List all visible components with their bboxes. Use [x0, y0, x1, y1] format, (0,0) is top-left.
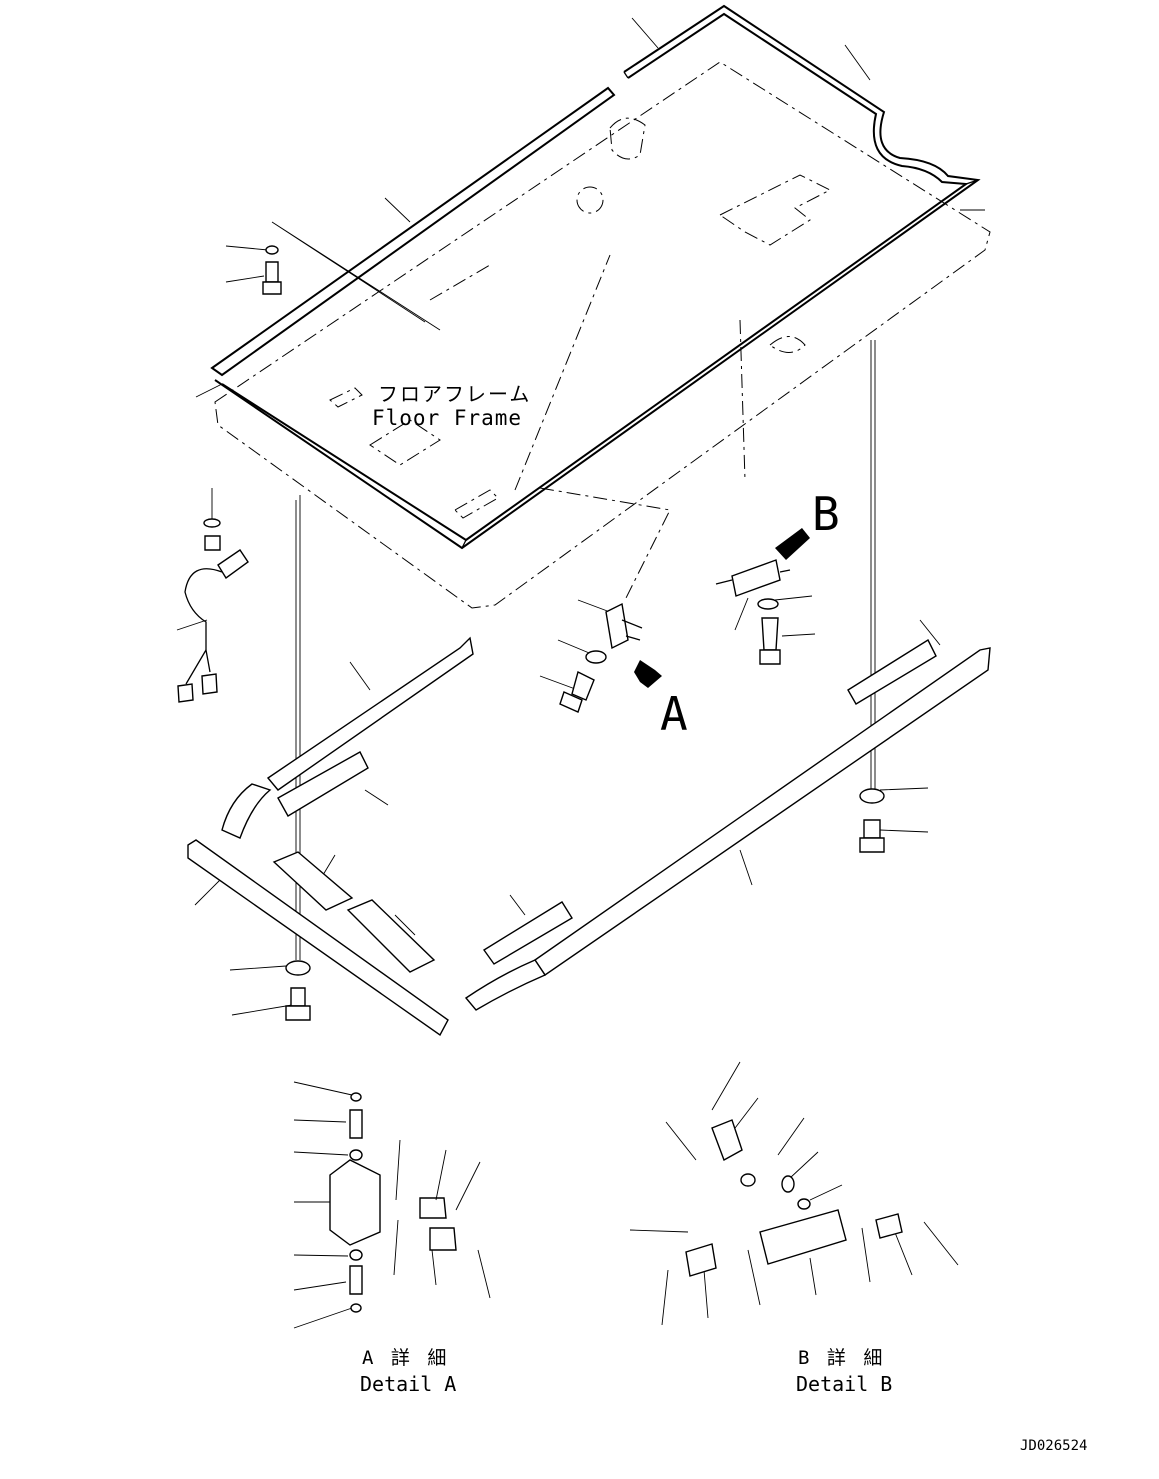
mounting-rails [187, 636, 991, 1037]
detail-a-title-jp: A 詳 細 [362, 1347, 449, 1369]
valve-a-assembly [605, 602, 662, 688]
detail-b-title-jp: B 詳 細 [798, 1347, 885, 1369]
wire-harness [177, 549, 249, 703]
floor-plate [214, 61, 991, 609]
callout-a-label: A [660, 687, 688, 741]
detail-a-parts [293, 1081, 491, 1329]
floor-frame-label-jp: フロアフレーム [378, 382, 531, 406]
detail-b-parts [629, 1061, 959, 1326]
detail-a-title-en: Detail A [360, 1372, 456, 1396]
drawing-id: JD026524 [1020, 1438, 1087, 1454]
floor-seal-gasket [210, 4, 981, 550]
floor-frame-label-en: Floor Frame [372, 406, 522, 430]
hardware [203, 245, 885, 1021]
detail-b-title-en: Detail B [796, 1372, 892, 1396]
leader-lines [176, 17, 985, 1016]
callout-b-label: B [812, 487, 840, 541]
valve-b-assembly [715, 528, 810, 597]
